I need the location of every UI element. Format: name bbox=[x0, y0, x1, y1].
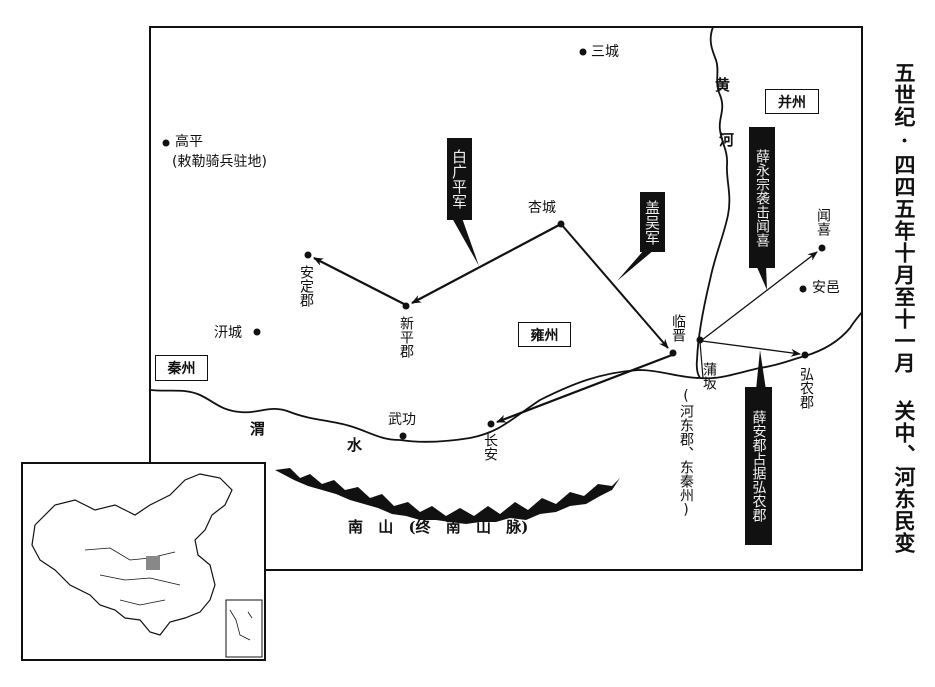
river-label-wei-2: 水 bbox=[347, 436, 363, 454]
place-dots bbox=[162, 48, 826, 440]
callout-xue-yongzong: 薛永宗袭击闻喜 bbox=[749, 127, 775, 268]
callout-gai-wu: 盖吴军 bbox=[640, 192, 665, 252]
mountain-label: 南 山 (终 南 山 脉) bbox=[348, 518, 529, 536]
place-gaoping-note: (敕勒骑兵驻地) bbox=[172, 154, 267, 170]
arrow-xinping-anding bbox=[313, 257, 405, 305]
region-qinzhou: 秦州 bbox=[155, 355, 208, 381]
place-anding: 安定郡 bbox=[298, 265, 314, 307]
movement-arrows bbox=[313, 223, 818, 424]
inset-china-map bbox=[21, 462, 266, 661]
place-puban: 蒲坂 bbox=[701, 362, 717, 390]
place-qiancheng: 汧城 bbox=[214, 325, 242, 341]
river-label-huang-1: 黄 bbox=[715, 76, 731, 94]
place-gaoping: 高平 bbox=[175, 134, 203, 150]
place-puban-note: (河东郡、东秦州) bbox=[678, 388, 694, 518]
arrow-xingcheng-linjin bbox=[560, 223, 669, 349]
river-label-wei-1: 渭 bbox=[250, 420, 266, 438]
place-wenxi: 闻喜 bbox=[815, 208, 831, 236]
arrow-xingcheng-xinping bbox=[411, 223, 562, 304]
place-linjin: 临晋 bbox=[670, 314, 686, 342]
inset-highlight bbox=[146, 556, 160, 570]
arrow-puban-hongnong bbox=[701, 340, 801, 357]
arrow-linjin-changan bbox=[496, 353, 673, 424]
mountain-range-icon bbox=[275, 468, 620, 524]
callout-pointers bbox=[452, 218, 767, 390]
arrow-puban-wenxi bbox=[701, 251, 818, 341]
map-frame bbox=[149, 26, 863, 571]
place-anyi: 安邑 bbox=[812, 280, 840, 296]
region-yongzhou: 雍州 bbox=[518, 322, 571, 347]
map-title: 五世纪·四四五年十月至十一月 关中、河东民变 bbox=[892, 62, 917, 554]
place-changan: 长安 bbox=[482, 433, 498, 461]
place-hongnong: 弘农郡 bbox=[798, 367, 814, 409]
river-label-huang-2: 河 bbox=[719, 131, 735, 149]
region-bingzhou: 并州 bbox=[765, 89, 819, 114]
wei-river bbox=[149, 311, 863, 443]
puban-stem bbox=[699, 341, 704, 379]
place-xinping: 新平郡 bbox=[398, 316, 414, 358]
place-wugong: 武功 bbox=[388, 412, 416, 428]
place-sancheng: 三城 bbox=[591, 44, 619, 60]
callout-bai-guangping: 白广平军 bbox=[447, 138, 472, 220]
place-xingcheng: 杏城 bbox=[528, 200, 556, 216]
callout-xue-andu: 薛安都占据弘农郡 bbox=[745, 387, 772, 545]
